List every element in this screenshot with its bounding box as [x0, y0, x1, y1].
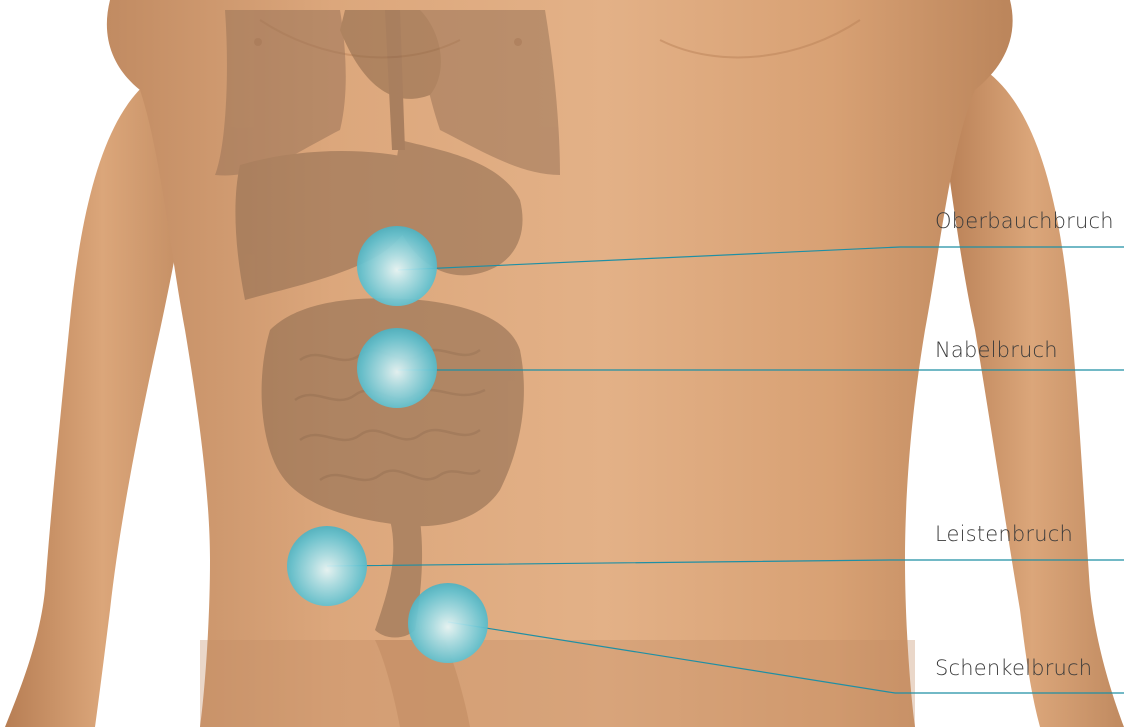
body-silhouette	[5, 0, 1124, 727]
marker-schenkelbruch[interactable]	[408, 583, 488, 663]
label-oberbauchbruch[interactable]: Oberbauchbruch	[935, 209, 1114, 233]
label-schenkelbruch[interactable]: Schenkelbruch	[935, 656, 1092, 680]
marker-oberbauchbruch[interactable]	[357, 226, 437, 306]
marker-leistenbruch[interactable]	[287, 526, 367, 606]
label-leistenbruch[interactable]: Leistenbruch	[935, 522, 1073, 546]
marker-nabelbruch[interactable]	[357, 328, 437, 408]
label-nabelbruch[interactable]: Nabelbruch	[935, 338, 1058, 362]
